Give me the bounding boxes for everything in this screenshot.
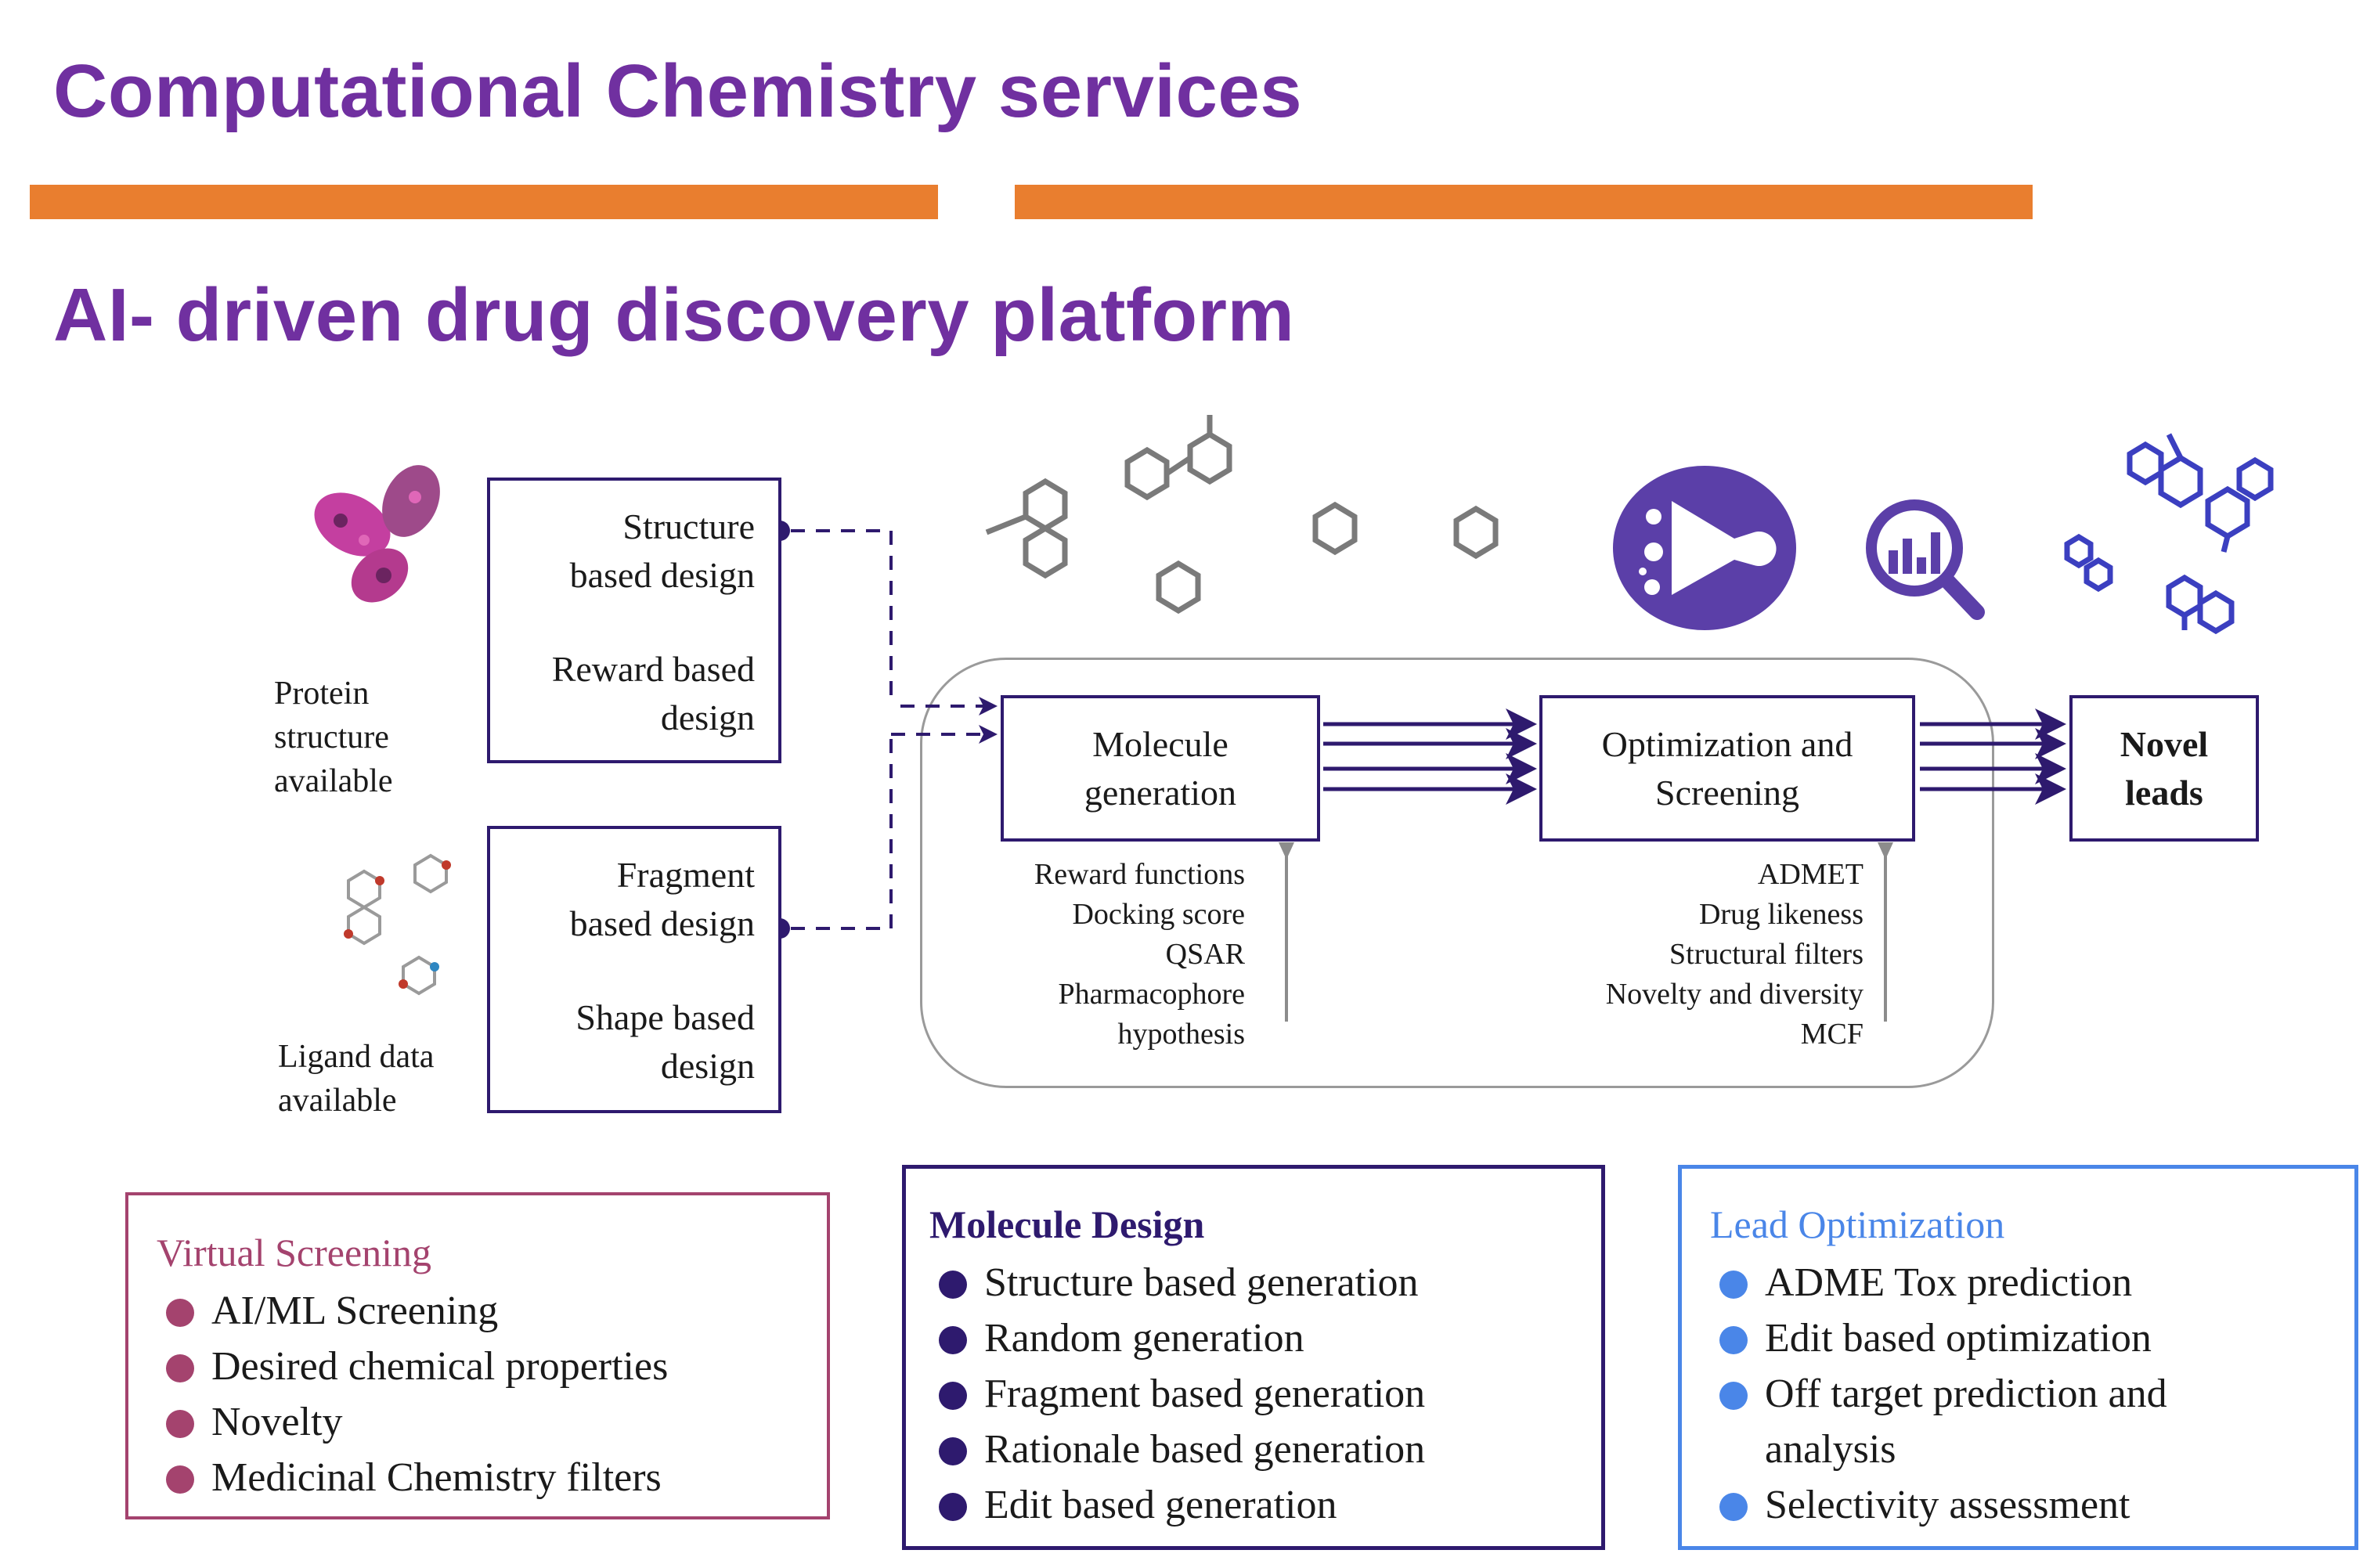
- criteria-item: Reward functions: [1034, 858, 1245, 891]
- bullet-icon: [1719, 1382, 1748, 1410]
- bullet-icon: [939, 1493, 967, 1521]
- dashed-connector-upper: [791, 529, 998, 716]
- bullet-icon: [166, 1299, 194, 1327]
- ligand-molecules-icon: [344, 853, 451, 996]
- virtual-screening-panel: Virtual Screening AI/ML Screening Desire…: [125, 1192, 830, 1519]
- orange-divider-right: [1015, 185, 2033, 219]
- molecule-generation-box: Molecule generation: [1001, 695, 1320, 842]
- lead-optimization-panel: Lead Optimization ADME Tox prediction Ed…: [1678, 1165, 2358, 1550]
- criteria-item: Structural filters: [1669, 938, 1863, 971]
- list-item: Selectivity assessment: [1710, 1477, 2289, 1533]
- page-subtitle: AI- driven drug discovery platform: [53, 273, 1295, 357]
- criteria-pin-optimization: [1878, 842, 1893, 1022]
- bullet-icon: [1719, 1493, 1748, 1521]
- dashed-connector-lower: [791, 725, 998, 930]
- bullet-icon: [939, 1382, 967, 1410]
- novel-leads-label: Novel leads: [2120, 723, 2209, 813]
- magnifier-chart-icon: [1866, 499, 1985, 620]
- molecule-design-title: Molecule Design: [929, 1202, 1205, 1246]
- criteria-item: Docking score: [1072, 898, 1245, 931]
- list-item: Rationale based generation: [929, 1422, 1601, 1477]
- criteria-item: Drug likeness: [1698, 898, 1863, 931]
- lead-optimization-title: Lead Optimization: [1710, 1202, 2005, 1246]
- bullet-icon: [1719, 1271, 1748, 1299]
- ligand-data-label: Ligand data available: [278, 1039, 435, 1119]
- list-item: Novelty: [157, 1394, 827, 1450]
- criteria-item: MCF: [1800, 1018, 1863, 1051]
- shape-based-design-text: Shape based design: [575, 997, 755, 1086]
- list-item: Random generation: [929, 1310, 1601, 1366]
- novel-leads-box: Novel leads: [2069, 695, 2259, 842]
- protein-structure-icon: [314, 465, 440, 603]
- lead-molecules-icon: [2064, 433, 2274, 635]
- funnel-flask-icon: [1613, 466, 1796, 630]
- molecule-structures-icon: [985, 415, 1499, 615]
- list-item: AI/ML Screening: [157, 1283, 827, 1339]
- page-title: Computational Chemistry services: [53, 49, 1303, 133]
- criteria-item: Pharmacophore: [1058, 978, 1245, 1011]
- list-item: Fragment based generation: [929, 1366, 1601, 1422]
- reward-based-design-text: Reward based design: [551, 649, 755, 737]
- pipeline-container: [920, 658, 1994, 1088]
- optimization-screening-label: Optimization and Screening: [1601, 723, 1853, 813]
- bullet-icon: [939, 1271, 967, 1299]
- criteria-item: QSAR: [1165, 938, 1245, 971]
- fragment-shape-design-box: Fragment based design Shape based design: [487, 826, 781, 1113]
- list-item: Edit based optimization: [1710, 1310, 2289, 1366]
- bullet-icon: [166, 1465, 194, 1494]
- list-item: Medicinal Chemistry filters: [157, 1450, 827, 1505]
- bullet-icon: [939, 1437, 967, 1465]
- fragment-based-design-text: Fragment based design: [569, 855, 755, 943]
- bullet-icon: [1719, 1326, 1748, 1354]
- generation-criteria-list: Reward functions Docking score QSAR Phar…: [1034, 855, 1245, 1054]
- list-item: Structure based generation: [929, 1255, 1601, 1310]
- criteria-item: hypothesis: [1117, 1018, 1245, 1051]
- criteria-pin-generation: [1279, 842, 1294, 1022]
- list-item: Off target prediction and analysis: [1710, 1366, 2289, 1477]
- orange-divider-left: [30, 185, 938, 219]
- optimization-screening-box: Optimization and Screening: [1539, 695, 1915, 842]
- list-item: Desired chemical properties: [157, 1339, 827, 1394]
- protein-structure-label: Protein structure available: [274, 676, 393, 799]
- arrows-generation-to-optimization: [1323, 708, 1537, 805]
- molecule-generation-label: Molecule generation: [1084, 723, 1237, 813]
- list-item: Edit based generation: [929, 1477, 1601, 1533]
- list-item: ADME Tox prediction: [1710, 1255, 2289, 1310]
- optimization-criteria-list: ADMET Drug likeness Structural filters N…: [1606, 855, 1863, 1054]
- criteria-item: Novelty and diversity: [1605, 978, 1863, 1011]
- structure-reward-design-box: Structure based design Reward based desi…: [487, 478, 781, 763]
- bullet-icon: [166, 1354, 194, 1382]
- structure-based-design-text: Structure based design: [569, 506, 755, 595]
- arrows-optimization-to-leads: [1920, 708, 2066, 805]
- virtual-screening-title: Virtual Screening: [157, 1231, 432, 1274]
- molecule-design-panel: Molecule Design Structure based generati…: [902, 1165, 1605, 1550]
- criteria-item: ADMET: [1757, 858, 1863, 891]
- bullet-icon: [939, 1326, 967, 1354]
- bullet-icon: [166, 1410, 194, 1438]
